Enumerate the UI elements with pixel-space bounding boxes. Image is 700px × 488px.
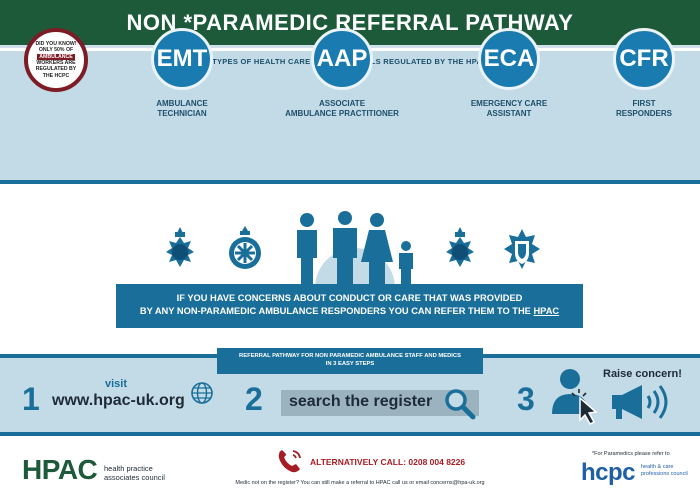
alternative-call-text: ALTERNATIVELY CALL: 0208 004 8226 [310, 457, 466, 467]
emt-label-line2: TECHNICIAN [157, 109, 207, 118]
raise-concern-label: Raise concern! [603, 368, 682, 380]
dyk-line: DID YOU KNOW! [35, 40, 77, 47]
aap-label-line1: ASSOCIATE [318, 99, 366, 108]
emt-label-line1: AMBULANCE [156, 99, 208, 108]
emt-circle: EMT [151, 28, 213, 90]
eca-label: EMERGENCY CARE ASSISTANT [434, 99, 584, 119]
dyk-line: THE HCPC [42, 72, 70, 79]
magnifier-icon [445, 389, 476, 420]
dyk-line: REGULATED BY [35, 66, 77, 73]
eca-label-line2: ASSISTANT [486, 109, 532, 118]
concern-line2: BY ANY NON-PARAMEDIC AMBULANCE RESPONDER… [139, 306, 531, 316]
emt-label: AMBULANCE TECHNICIAN [107, 99, 257, 119]
dyk-line: ONLY 50% OF [38, 47, 74, 54]
people-family-icon [297, 211, 413, 288]
steps-tab: REFERRAL PATHWAY FOR NON PARAMEDIC AMBUL… [217, 348, 483, 374]
cfr-label: FIRST RESPONDERS [569, 99, 700, 119]
fire-rescue-emblem-icon [504, 229, 540, 269]
hcpc-logo: hcpc [581, 459, 636, 486]
hpac-logo-subtitle: health practice associates council [104, 464, 165, 482]
dyk-line: WORKERS ARE [36, 60, 76, 66]
aap-label: ASSOCIATE AMBULANCE PRACTITIONER [267, 99, 417, 119]
police-star-emblem-2-icon [446, 227, 474, 267]
concern-message-box: IF YOU HAVE CONCERNS ABOUT CONDUCT OR CA… [116, 284, 583, 328]
hpac-link[interactable]: HPAC [533, 306, 560, 316]
step-1-number: 1 [22, 381, 40, 417]
cfr-label-line1: FIRST [632, 99, 656, 108]
steps-tab-line2: IN 3 EASY STEPS [325, 361, 375, 367]
paramedic-note: *For Paramedics please refer to [592, 451, 670, 457]
concern-line1: IF YOU HAVE CONCERNS ABOUT CONDUCT OR CA… [176, 293, 523, 303]
step-3-number: 3 [517, 381, 535, 417]
footnote-text: Medic not on the register? You can still… [235, 480, 485, 486]
globe-icon [191, 382, 213, 404]
person-click-icon [552, 369, 598, 425]
dyk-line-highlight: AMBULANCE [37, 53, 75, 60]
hpac-logo: HPAC [22, 454, 98, 485]
cfr-label-line2: RESPONDERS [615, 109, 672, 118]
concern-line2-wrap: BY ANY NON-PARAMEDIC AMBULANCE RESPONDER… [116, 305, 583, 318]
ambulance-service-emblem-icon [229, 226, 261, 269]
megaphone-icon [612, 385, 668, 419]
aap-circle: AAP [311, 28, 373, 90]
aap-label-line2: AMBULANCE PRACTITIONER [285, 109, 399, 118]
police-star-emblem-icon [166, 227, 194, 267]
visit-label: visit [105, 378, 128, 390]
hcpc-logo-subtitle: health & care professions council [641, 464, 688, 477]
did-you-know-badge: DID YOU KNOW! ONLY 50% OF AMBULANCE WORK… [24, 28, 88, 92]
step-2-number: 2 [245, 381, 263, 417]
cfr-circle: CFR [613, 28, 675, 90]
eca-circle: ECA [478, 28, 540, 90]
phone-icon [278, 450, 301, 473]
search-register-text: search the register [289, 393, 433, 410]
steps-tab-line1: REFERRAL PATHWAY FOR NON PARAMEDIC AMBUL… [239, 353, 461, 359]
website-link[interactable]: www.hpac-uk.org [52, 392, 185, 409]
eca-label-line1: EMERGENCY CARE [470, 99, 548, 108]
